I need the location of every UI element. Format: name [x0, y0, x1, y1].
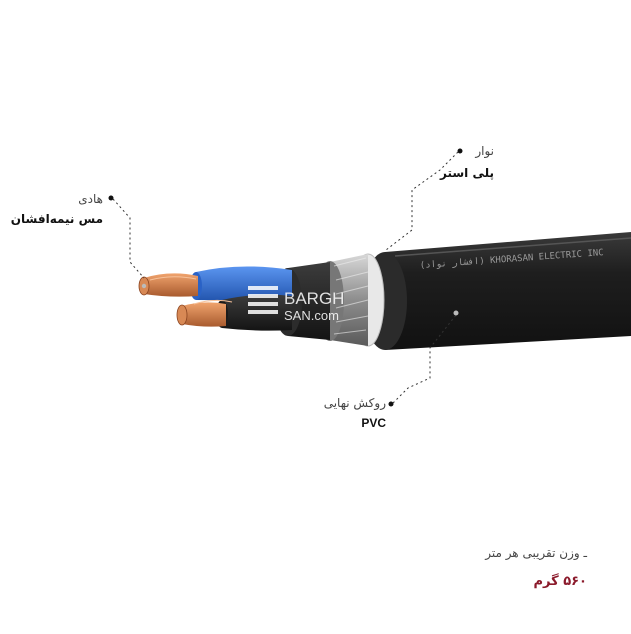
conductor-point-dot	[141, 283, 147, 289]
watermark-line1: BARGH	[284, 289, 344, 308]
sheath-value: PVC	[361, 416, 386, 430]
watermark-logo: BARGH SAN.com	[248, 286, 344, 323]
conductor-title: هادی	[78, 192, 103, 206]
conductor-leader	[112, 198, 145, 279]
sheath-dot	[388, 401, 394, 407]
tape-value: پلی استر	[440, 166, 494, 180]
watermark-line2: SAN.com	[284, 308, 339, 323]
callout-leaders	[112, 151, 459, 404]
conductor-value: مس نیمه‌افشان	[10, 212, 103, 226]
tape-leader	[385, 151, 459, 251]
sheath-leader	[392, 314, 457, 404]
sheath-point-dot	[453, 310, 459, 316]
tape-dot	[457, 148, 463, 154]
weight-value: ۵۶۰ گرم	[533, 574, 587, 589]
conductor-dot	[108, 195, 114, 201]
tape-title: نوار	[475, 144, 494, 158]
weight-label: ـ وزن تقریبی هر متر	[485, 546, 587, 560]
sheath-title: روکش نهایی	[323, 396, 386, 410]
